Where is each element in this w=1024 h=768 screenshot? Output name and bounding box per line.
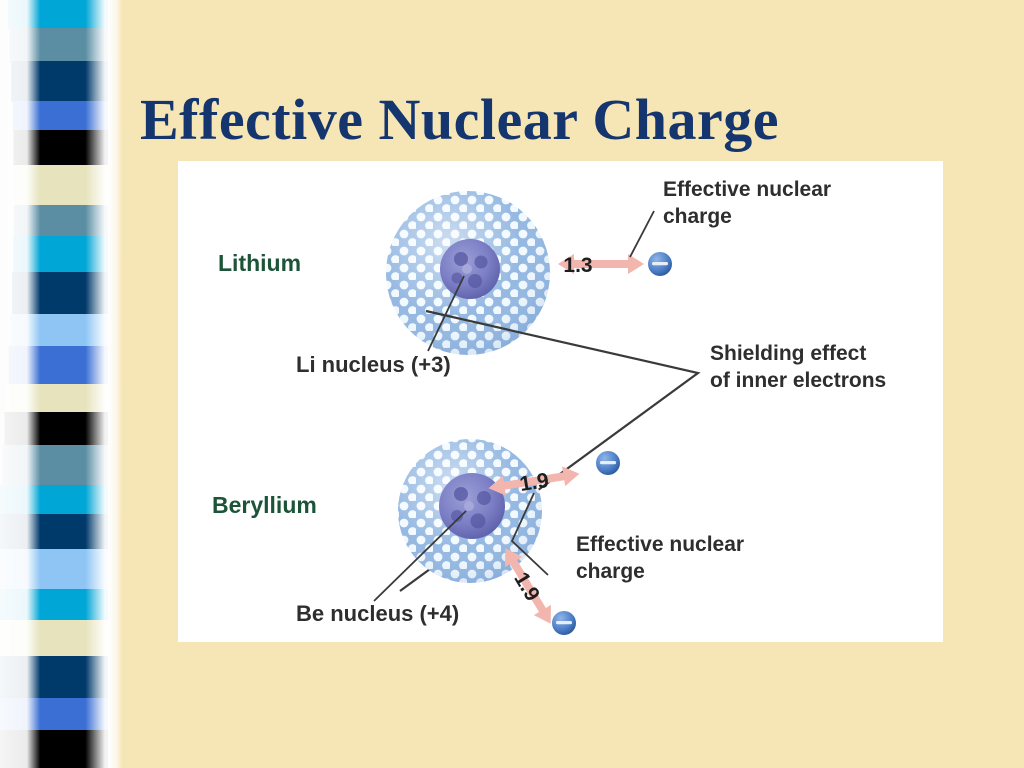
- beryllium-valence-electron-lower: [552, 611, 576, 635]
- lithium-valence-electron: [648, 252, 672, 276]
- beryllium-valence-electron-upper: [596, 451, 620, 475]
- sidebar-band-cyan-7: [13, 235, 122, 274]
- decorative-sidebar: [0, 0, 122, 768]
- li-nucleus-label: Li nucleus (+3): [296, 352, 451, 377]
- sidebar-band-black-4: [13, 129, 122, 166]
- bottom-effective-charge-leader: [510, 492, 549, 576]
- beryllium-atom: [398, 439, 542, 583]
- sidebar-band-royal-blue-10: [8, 346, 122, 386]
- sidebar-band-cream-11: [6, 384, 122, 414]
- beryllium-effective-charge-value-upper: 1.9: [518, 469, 550, 496]
- sidebar-band-black-12: [4, 411, 122, 447]
- top-effective-charge-label-line1: Effective nuclear: [663, 178, 831, 201]
- sidebar-band-royal-blue-3: [12, 100, 122, 132]
- sidebar-band-navy-8: [12, 272, 122, 316]
- sidebar-band-cream-5: [13, 164, 122, 207]
- be-nucleus-leader-line: [373, 510, 467, 602]
- sidebar-band-steel-blue-6: [13, 205, 122, 238]
- top-effective-charge-leader: [629, 210, 655, 258]
- lithium-element-label: Lithium: [218, 250, 301, 276]
- bottom-effective-charge-label-line2: charge: [576, 560, 645, 583]
- effective-nuclear-charge-diagram: Lithium Li nucleus (+3) 1.3 Effective nu…: [212, 178, 886, 635]
- sidebar-band-navy-15: [0, 513, 121, 550]
- be-nucleus-label: Be nucleus (+4): [296, 601, 459, 626]
- sidebar-band-light-blue-9: [10, 314, 122, 348]
- lithium-nucleus: [440, 239, 500, 299]
- sidebar-band-steel-blue-13: [2, 445, 122, 486]
- sidebar-band-cyan-14: [0, 484, 122, 516]
- bottom-effective-charge-label-line1: Effective nuclear: [576, 533, 744, 556]
- sidebar-right-edge: [108, 0, 122, 768]
- beryllium-element-label: Beryllium: [212, 492, 317, 518]
- lithium-effective-charge-arrow: 1.3: [558, 254, 644, 277]
- sidebar-band-black-21: [0, 730, 118, 768]
- beryllium-effective-charge-arrow-upper: 1.9: [488, 466, 580, 496]
- sidebar-band-royal-blue-20: [0, 698, 117, 732]
- top-effective-charge-label-line2: charge: [663, 205, 732, 228]
- sidebar-band-light-blue-16: [0, 548, 119, 591]
- sidebar-band-steel-blue-1: [9, 27, 122, 63]
- shielding-label-line2: of inner electrons: [710, 369, 886, 392]
- shielding-label-line1: Shielding effect: [710, 342, 866, 365]
- sidebar-band-cyan-17: [0, 589, 118, 622]
- diagram-panel: Lithium Li nucleus (+3) 1.3 Effective nu…: [178, 161, 943, 642]
- sidebar-band-cyan-0: [7, 0, 122, 30]
- sidebar-band-navy-19: [0, 656, 116, 700]
- sidebar-color-ribbon: [0, 0, 122, 768]
- lithium-atom: [386, 191, 550, 355]
- lithium-effective-charge-value: 1.3: [563, 254, 592, 277]
- page-title: Effective Nuclear Charge: [140, 87, 780, 152]
- sidebar-band-navy-2: [11, 61, 122, 102]
- sidebar-band-cream-18: [0, 619, 117, 658]
- li-nucleus-leader-line: [427, 275, 465, 352]
